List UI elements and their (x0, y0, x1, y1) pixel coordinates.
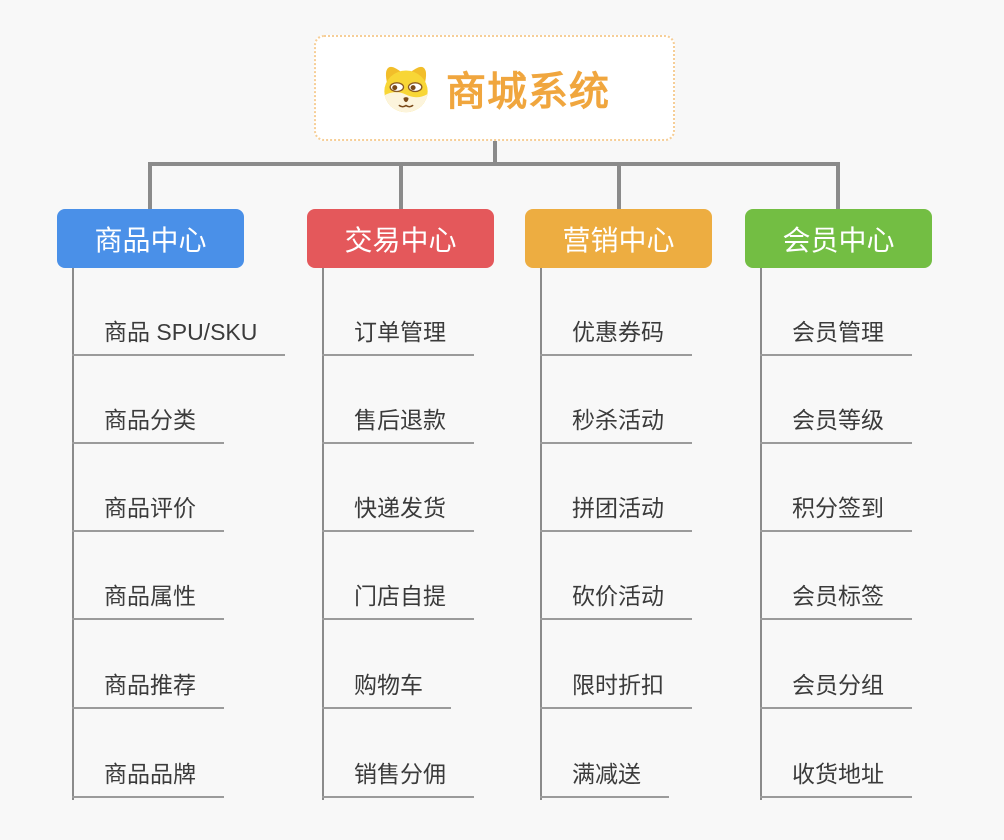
leaf-node[interactable]: 限时折扣 (540, 670, 692, 709)
connector-stub (148, 162, 152, 210)
leaf-node[interactable]: 商品 SPU/SKU (72, 317, 286, 356)
leaf-node[interactable]: 购物车 (322, 670, 451, 709)
leaf-node[interactable]: 秒杀活动 (540, 405, 692, 444)
leaf-node[interactable]: 会员等级 (760, 405, 912, 444)
leaf-node[interactable]: 商品推荐 (72, 670, 224, 709)
leaf-node[interactable]: 会员分组 (760, 670, 912, 709)
leaf-node[interactable]: 销售分佣 (322, 759, 474, 798)
branch-node-member-center[interactable]: 会员中心 (745, 209, 932, 268)
leaf-node[interactable]: 满减送 (540, 759, 669, 798)
connector-stub (617, 162, 621, 210)
leaf-node[interactable]: 拼团活动 (540, 493, 692, 532)
root-title: 商城系统 (446, 70, 610, 114)
branch-node-trade-center[interactable]: 交易中心 (307, 209, 494, 268)
leaf-node[interactable]: 门店自提 (322, 581, 474, 620)
branch-trunk-line (540, 268, 542, 800)
leaf-node[interactable]: 会员管理 (760, 317, 912, 356)
leaf-node[interactable]: 商品评价 (72, 493, 224, 532)
branch-node-product-center[interactable]: 商品中心 (57, 209, 244, 268)
connector-horizontal (148, 162, 840, 166)
leaf-node[interactable]: 订单管理 (322, 317, 474, 356)
leaf-node[interactable]: 商品属性 (72, 581, 224, 620)
leaf-node[interactable]: 砍价活动 (540, 581, 692, 620)
leaf-node[interactable]: 收货地址 (760, 759, 912, 798)
connector-root-stub (493, 141, 497, 166)
dog-face-icon (379, 63, 433, 113)
leaf-node[interactable]: 售后退款 (322, 405, 474, 444)
connector-stub (399, 162, 403, 210)
leaf-node[interactable]: 优惠券码 (540, 317, 692, 356)
branch-trunk-line (322, 268, 324, 800)
leaf-node[interactable]: 快递发货 (322, 493, 474, 532)
leaf-node[interactable]: 会员标签 (760, 581, 912, 620)
branch-trunk-line (72, 268, 74, 800)
leaf-node[interactable]: 积分签到 (760, 493, 912, 532)
branch-node-marketing-center[interactable]: 营销中心 (525, 209, 712, 268)
leaf-node[interactable]: 商品分类 (72, 405, 224, 444)
leaf-node[interactable]: 商品品牌 (72, 759, 224, 798)
root-node-mall-system[interactable]: 商城系统 (314, 35, 675, 141)
connector-stub (836, 162, 840, 210)
branch-trunk-line (760, 268, 762, 800)
